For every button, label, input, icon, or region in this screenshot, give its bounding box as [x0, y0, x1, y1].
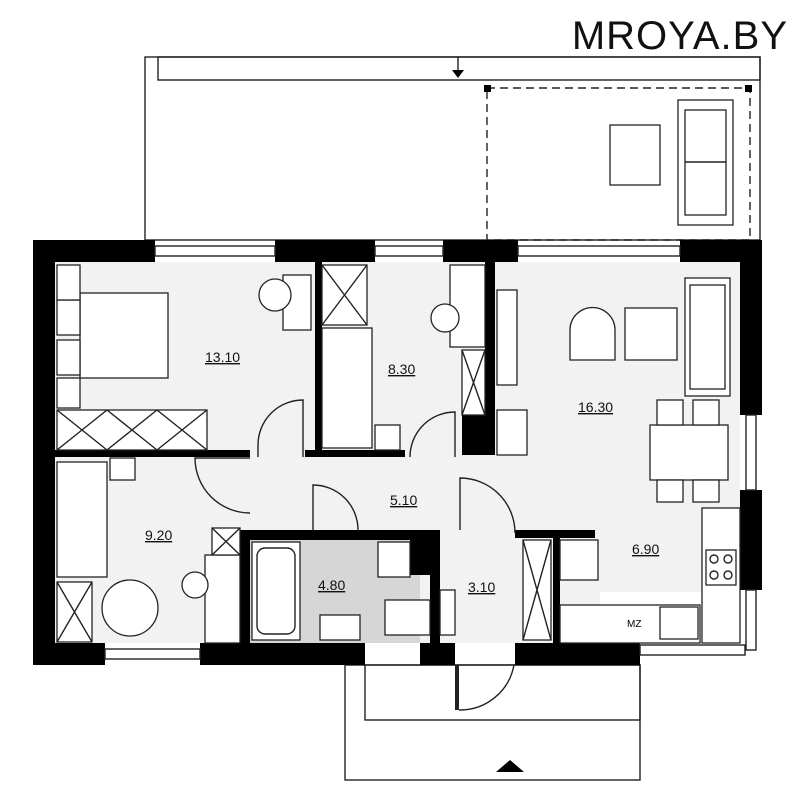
room-area-label: 3.10	[468, 579, 495, 595]
room-area-label: 8.30	[388, 361, 415, 377]
single-bed	[321, 327, 373, 449]
washer	[377, 541, 411, 578]
room-area-label: 5.10	[390, 492, 417, 508]
desk-3	[204, 554, 241, 644]
appliance-label: MZ	[627, 619, 641, 630]
toilet	[384, 599, 431, 636]
tv-stand	[496, 289, 518, 386]
brand-logo: MROYA.BY	[571, 14, 788, 58]
room-area-label: 9.20	[145, 527, 172, 543]
stove-icon	[705, 549, 737, 586]
walls	[33, 240, 762, 665]
doors	[194, 399, 516, 534]
dining-table	[649, 424, 729, 481]
terrace	[144, 56, 761, 241]
room-area-label: 6.90	[632, 541, 659, 557]
round-rug	[101, 579, 159, 637]
furniture	[56, 264, 741, 644]
double-bed	[79, 292, 169, 379]
fridge	[559, 539, 599, 581]
coffee-table	[624, 307, 678, 361]
pergola	[486, 87, 751, 241]
sink-icon	[659, 606, 699, 640]
washbasin	[319, 614, 361, 641]
desk-2	[449, 264, 486, 348]
room-area-label: 13.10	[205, 349, 240, 365]
bathtub	[251, 541, 301, 641]
single-bed-2	[56, 461, 108, 578]
armchair	[569, 306, 616, 361]
terrace-table	[609, 124, 661, 186]
room-area-label: 16.30	[578, 399, 613, 415]
room-area-label: 4.80	[318, 577, 345, 593]
arrow-up-icon	[496, 760, 524, 772]
entry-porch	[344, 664, 641, 781]
arrow-down-icon	[452, 70, 464, 78]
